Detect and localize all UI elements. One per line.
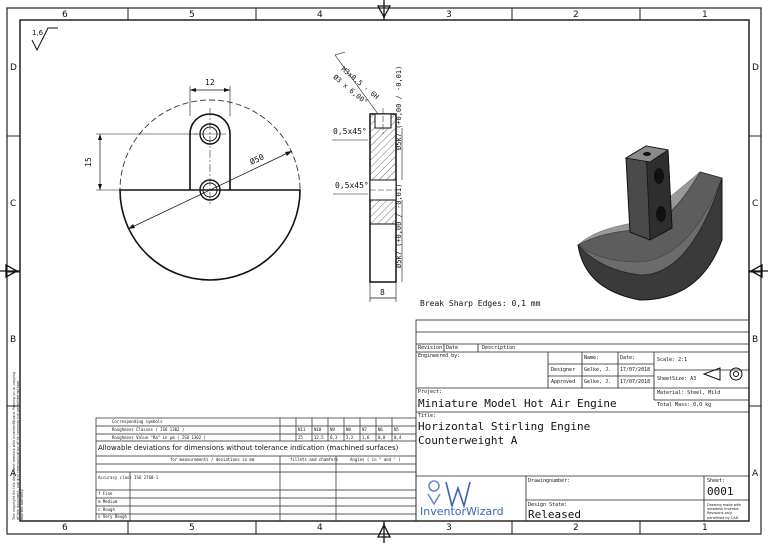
col-label-bottom-4: 4 — [317, 523, 323, 533]
col-label-bottom-6: 6 — [62, 523, 68, 533]
project-label: Project: — [418, 389, 443, 395]
engineered-label: Engineered by: — [418, 353, 461, 359]
class-n5: N5 — [394, 427, 399, 432]
designer-name: Gelke, J. — [584, 367, 612, 373]
accuracy-class-label: Accuracy class ISO 2768-1 — [98, 475, 159, 480]
sheet-label: Sheet: — [707, 478, 726, 484]
col-label-top-4: 4 — [317, 10, 323, 20]
ra-12-5: 12,5 — [314, 435, 324, 440]
name-label: Name: — [584, 355, 600, 361]
revision-label: Revision — [418, 345, 443, 351]
scale-value: Scale: 2:1 — [657, 357, 688, 363]
row-label-right-b: B — [752, 335, 759, 345]
grid-ticks — [7, 8, 761, 534]
mass-value: Total Mass: 0,0 kg — [657, 402, 712, 408]
approved-name: Gelke, J. — [584, 379, 612, 385]
grade-medium: m Medium — [98, 499, 118, 504]
project-name: Miniature Model Hot Air Engine — [418, 397, 617, 410]
designer-date: 17/07/2018 — [620, 367, 651, 373]
dimension-12: 12 — [205, 78, 215, 87]
col-label-top-3: 3 — [446, 10, 452, 20]
fit-dimension-bottom: Ø5k7 (+0,00 / -0,01) — [395, 183, 403, 268]
class-n6: N6 — [378, 427, 383, 432]
col-label-top-1: 1 — [702, 10, 708, 20]
tolerance-symbols-label: Corresponding symbols — [112, 419, 163, 424]
surface-finish-symbol — [31, 27, 58, 52]
logo-text: InventorWizard — [420, 505, 504, 518]
surface-finish-value: 1,6 — [32, 29, 44, 37]
approved-label: Approved — [551, 379, 576, 385]
tolerance-table-grid — [95, 417, 417, 522]
description-label: Description — [482, 345, 516, 351]
row-label-left-a: A — [10, 469, 17, 479]
grade-rough: c Rough — [98, 507, 115, 512]
class-n7: N7 — [362, 427, 367, 432]
col-label-top-6: 6 — [62, 10, 68, 20]
roughness-value-label: Roughness Value "Ra" in µm ( ISO 1302 ) — [112, 435, 206, 440]
grade-fine: f Fine — [98, 491, 113, 496]
section-view — [332, 51, 403, 302]
title-line-2: Counterweight A — [418, 434, 518, 447]
copyright-side-note: The copyright for this document remains … — [12, 371, 25, 520]
ra-6-3: 6,3 — [330, 435, 338, 440]
design-state-value: Released — [528, 508, 581, 521]
designer-label: Designer — [551, 367, 576, 373]
col-label-top-2: 2 — [573, 10, 579, 20]
roughness-classes-label: Roughness Classes ( ISO 1302 ) — [112, 427, 185, 432]
class-n10: N10 — [314, 427, 322, 432]
projection-symbol — [702, 367, 743, 381]
cad-note: Drawing made with autodesk Inventor. Rev… — [707, 503, 742, 520]
class-n8: N8 — [346, 427, 351, 432]
row-label-right-c: C — [752, 199, 759, 209]
title-label: Title: — [418, 413, 437, 419]
ra-1-6: 1,6 — [362, 435, 370, 440]
date-label: Date: — [620, 355, 636, 361]
material-value: Material: Steel, Mild — [657, 390, 721, 396]
col-label-bottom-2: 2 — [573, 523, 579, 533]
tolerance-heading: Allowable deviations for dimensions with… — [98, 444, 399, 452]
col-label-bottom-5: 5 — [189, 523, 195, 533]
col-label-top-5: 5 — [189, 10, 195, 20]
sheet-number: 0001 — [707, 485, 734, 498]
design-state-label: Design State: — [528, 502, 568, 508]
grade-very-rough: v Very Rough — [98, 514, 127, 519]
col-label-bottom-3: 3 — [446, 523, 452, 533]
sheet-size-value: SheetSize: A3 — [657, 376, 697, 382]
ra-25: 25 — [298, 435, 303, 440]
class-n11: N11 — [298, 427, 306, 432]
row-label-right-a: A — [752, 469, 759, 479]
dimension-15: 15 — [83, 157, 93, 167]
break-edges-note: Break Sharp Edges: 0,1 mm — [420, 299, 541, 308]
ra-0-8: 0,8 — [378, 435, 386, 440]
ra-3-2: 3,2 — [346, 435, 354, 440]
row-label-right-d: D — [752, 63, 759, 73]
col-label-bottom-1: 1 — [702, 523, 708, 533]
row-label-left-b: B — [10, 335, 17, 345]
iso-view — [577, 145, 723, 301]
fit-dimension-top: Ø5k7 (+0,00 / -0,01) — [395, 65, 403, 150]
title-block-grid — [415, 319, 750, 522]
tolerance-sub-mid: fillets and chamfers — [290, 457, 339, 462]
logo-mark — [427, 480, 471, 509]
row-label-left-d: D — [10, 63, 17, 73]
front-view — [96, 86, 301, 281]
ra-0-4: 0,4 — [394, 435, 402, 440]
class-n9: N9 — [330, 427, 335, 432]
drawing-number-label: Drawingnumber: — [528, 478, 571, 484]
chamfer-callout-1: 0,5x45° — [333, 127, 367, 136]
tolerance-sub-right: Angles ( in ° and ' ) — [350, 457, 401, 462]
tolerance-sub-left: for measurements / deviations in mm — [170, 457, 255, 462]
revision-date-label: Date — [446, 345, 459, 351]
title-line-1: Horizontal Stirling Engine — [418, 420, 591, 433]
approved-date: 17/07/2018 — [620, 379, 651, 385]
chamfer-callout-2: 0,5x45° — [335, 181, 369, 190]
dimension-8: 8 — [380, 288, 385, 297]
row-label-left-c: C — [10, 199, 17, 209]
